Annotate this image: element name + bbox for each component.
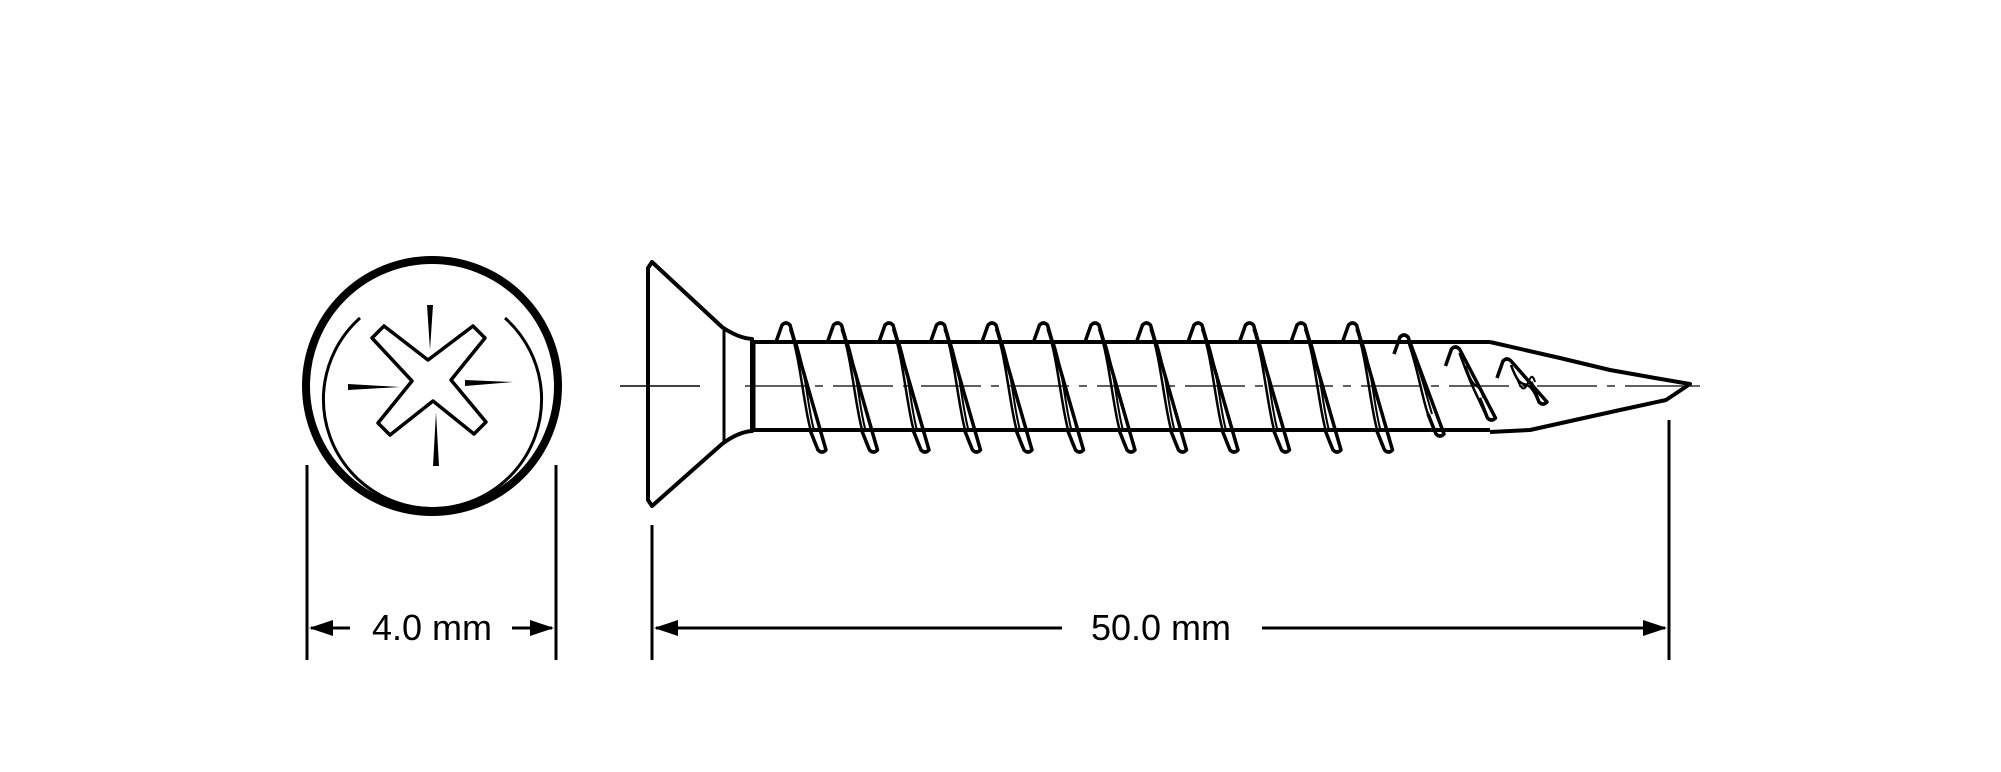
thread-crest [1392,333,1446,438]
thread-helix-group [774,321,1549,454]
head-inner-arc-right [359,316,544,511]
recess-rib-right [465,380,513,386]
length-arrowhead-right [1643,620,1667,636]
thread-crest [877,321,931,454]
thread-crest [825,321,880,454]
head-arrowhead-right [530,620,554,636]
head-dimension-label: 4.0 mm [372,607,492,648]
countersunk-head [646,260,754,508]
recess-rib-top [427,305,433,350]
thread-crest [928,321,983,454]
recess-rib-bottom [433,412,439,466]
thread-crest [774,321,828,454]
length-dimension: 50.0 mm [650,420,1671,660]
phillips-cross-recess [370,324,488,437]
thread-crest [1340,321,1395,454]
head-diameter-dimension: 4.0 mm [305,465,558,660]
thread-crest [1134,321,1189,454]
screw-side-view [620,260,1700,508]
thread-crest [1031,321,1086,454]
tapered-tip [1489,340,1692,434]
recess-rib-left [348,384,400,390]
thread-crest [1186,321,1240,454]
thread-crest [1289,321,1343,454]
thread-crest [1237,321,1292,454]
length-arrowhead-left [654,620,678,636]
head-outer-rim [302,256,562,516]
length-dimension-label: 50.0 mm [1091,607,1231,648]
thread-crest [1083,321,1137,454]
thread-crest [980,321,1034,454]
screw-head-view [302,256,562,516]
thread-crest [1495,357,1549,406]
head-arrowhead-left [309,620,333,636]
thread-crest [1443,345,1498,422]
